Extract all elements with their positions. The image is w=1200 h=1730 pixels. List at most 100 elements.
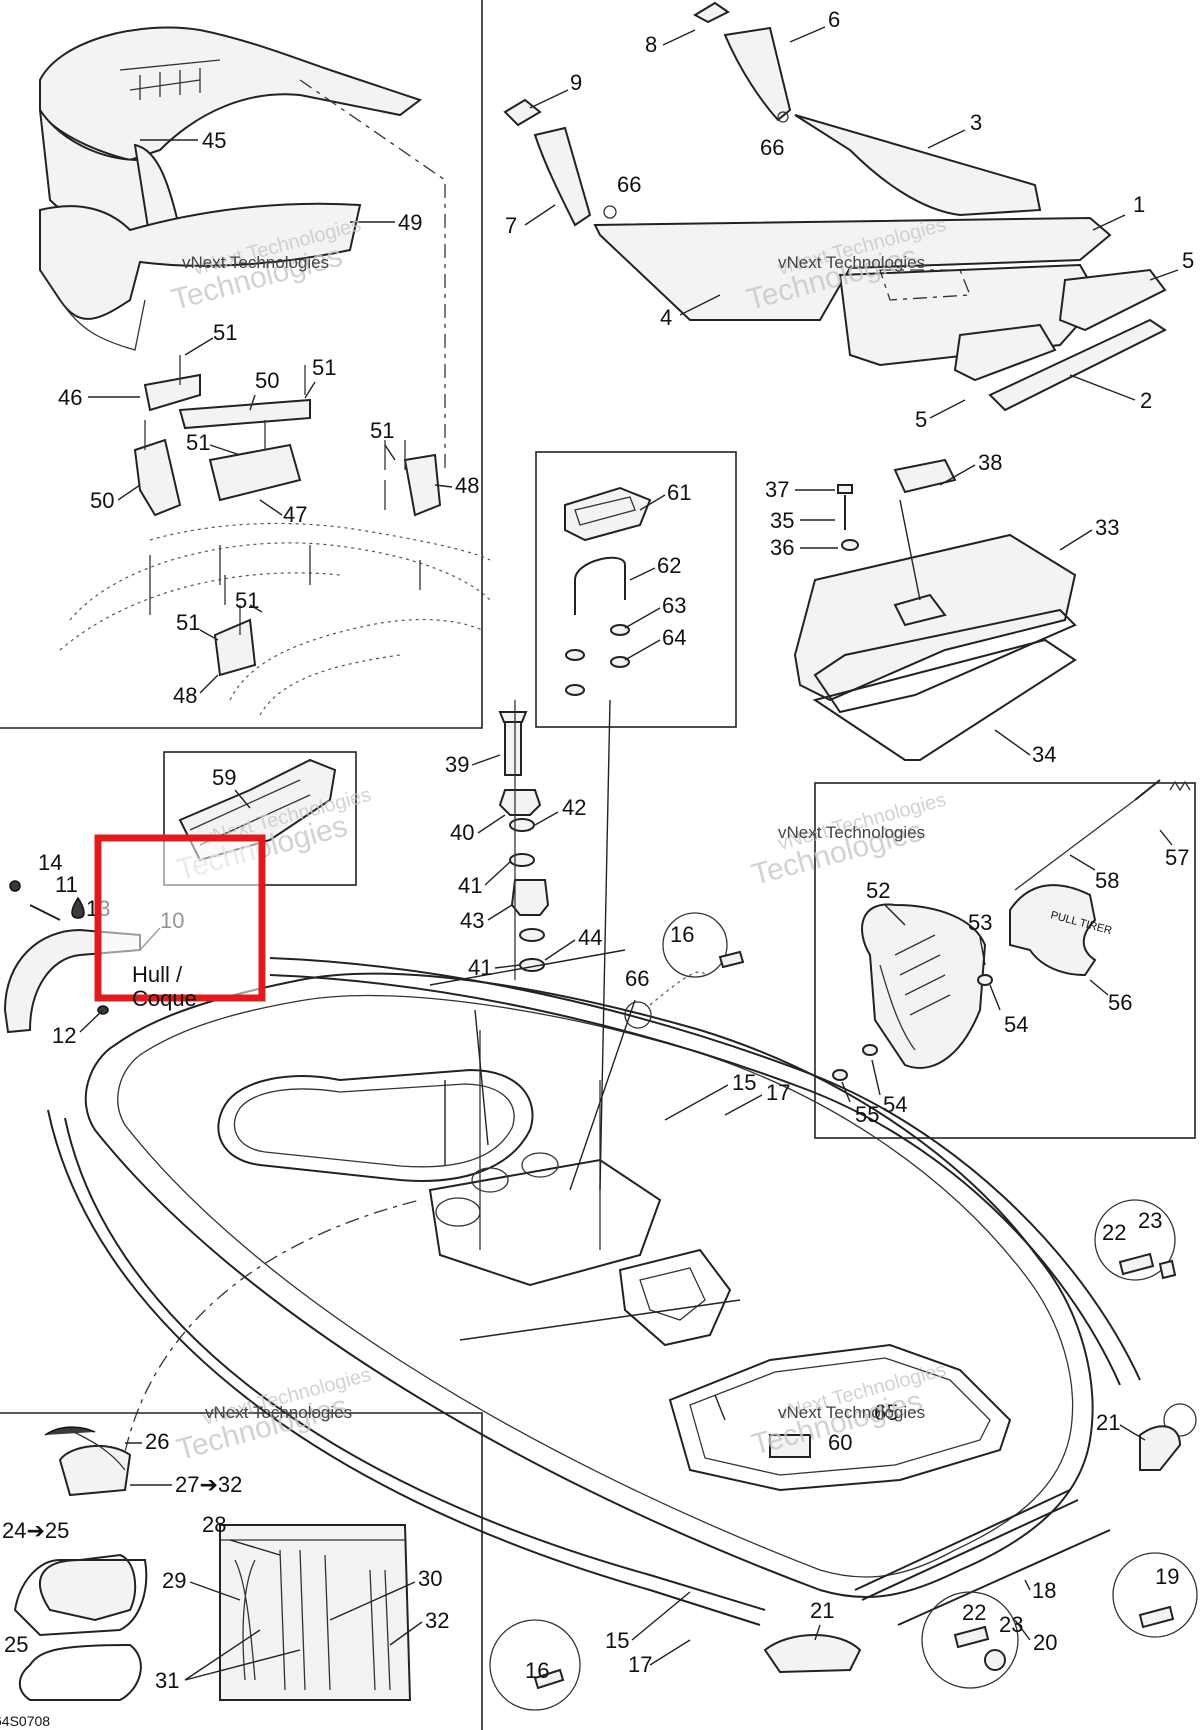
callout-53: 53 [968, 910, 992, 935]
tool-kit-parts [13, 1426, 412, 1701]
callout-46: 46 [58, 385, 82, 410]
hull-deck [84, 972, 1094, 1599]
callout-7: 7 [505, 213, 517, 238]
callout-26: 26 [145, 1429, 169, 1454]
callout-41a: 41 [458, 873, 482, 898]
callout-16a: 16 [670, 922, 694, 947]
callout-50b: 50 [90, 488, 114, 513]
callout-38: 38 [978, 450, 1002, 475]
highlight-label-line1: Hull / [132, 962, 183, 987]
callout-52: 52 [866, 878, 890, 903]
callout-65: 65 [874, 1400, 898, 1425]
detail-circles [489, 912, 1198, 1711]
callout-51e: 51 [235, 588, 259, 613]
callout-15a: 15 [732, 1070, 756, 1095]
callout-37: 37 [765, 477, 789, 502]
callout-51d: 51 [370, 418, 394, 443]
callout-58: 58 [1095, 868, 1119, 893]
callout-66c: 66 [625, 966, 649, 991]
callout-55: 55 [855, 1102, 879, 1127]
tool-kit-inset-frame [0, 1412, 483, 1730]
hull-end-caps [763, 1425, 1182, 1674]
callout-17a: 17 [766, 1080, 790, 1105]
callout-9: 9 [570, 70, 582, 95]
callout-66a: 66 [760, 135, 784, 160]
callout-61: 61 [667, 480, 691, 505]
callout-62: 62 [657, 553, 681, 578]
callout-30: 30 [418, 1566, 442, 1591]
callout-12: 12 [52, 1023, 76, 1048]
callout-49: 49 [398, 210, 422, 235]
callout-47: 47 [283, 502, 307, 527]
callout-60: 60 [828, 1430, 852, 1455]
callout-51f: 51 [176, 610, 200, 635]
callout-5b: 5 [915, 407, 927, 432]
seat-inset-frame [0, 0, 483, 729]
watermark-print-3: vNext Technologies [778, 823, 925, 842]
pivot-stack [498, 700, 550, 980]
leader-lines [429, 499, 921, 1421]
hull-highlight[interactable]: Hull / Coque [94, 834, 266, 1011]
callout-24: 24➔25 [2, 1518, 69, 1543]
seat-brackets [59, 355, 491, 716]
callout-63: 63 [662, 593, 686, 618]
callout-28: 28 [202, 1512, 226, 1537]
callout-23b: 23 [999, 1612, 1023, 1637]
callout-48a: 48 [455, 473, 479, 498]
callout-19: 19 [1155, 1564, 1179, 1589]
callout-48b: 48 [173, 683, 197, 708]
callout-32: 32 [425, 1608, 449, 1633]
storage-handle-inset-frame [535, 451, 737, 728]
callout-5a: 5 [1182, 248, 1194, 273]
callout-1: 1 [1133, 192, 1145, 217]
callout-21b: 21 [810, 1598, 834, 1623]
callout-56: 56 [1108, 990, 1132, 1015]
callout-35: 35 [770, 508, 794, 533]
callout-59: 59 [212, 765, 236, 790]
callout-51b: 51 [312, 355, 336, 380]
watermark-print-4: vNext Technologies [205, 1403, 352, 1422]
callout-8: 8 [645, 32, 657, 57]
callout-54a: 54 [1004, 1012, 1028, 1037]
callout-27: 27➔32 [175, 1472, 242, 1497]
rubrails [47, 957, 1141, 1626]
callout-11: 11 [55, 872, 78, 897]
callout-42: 42 [562, 795, 586, 820]
storage-lid [793, 458, 1077, 761]
callout-25: 25 [4, 1632, 28, 1657]
callout-54b: 54 [883, 1092, 907, 1117]
callout-43: 43 [460, 908, 484, 933]
callout-40: 40 [450, 820, 474, 845]
deck-mats [503, 1, 1167, 412]
callout-17b: 17 [628, 1652, 652, 1677]
callout-15b: 15 [605, 1628, 629, 1653]
callout-50a: 50 [255, 368, 279, 393]
callout-21a: 21 [1096, 1410, 1120, 1435]
callout-2: 2 [1140, 388, 1152, 413]
callout-4: 4 [660, 305, 672, 330]
callout-labels: 1 2 3 4 5 5 6 7 8 9 10 11 12 13 14 15 15… [2, 7, 1194, 1693]
watermark-print-2: vNext Technologies [778, 253, 925, 272]
callout-22b: 22 [962, 1600, 986, 1625]
callout-18: 18 [1032, 1578, 1056, 1603]
callout-45: 45 [202, 128, 226, 153]
watermark-print-5: vNext Technologies [778, 1403, 925, 1422]
callout-41b: 41 [468, 955, 492, 980]
diagram-code: 64S0708 [0, 1713, 50, 1729]
callout-31: 31 [155, 1668, 179, 1693]
callout-22a: 22 [1102, 1220, 1126, 1245]
seat-assembly [39, 26, 446, 470]
callout-51a: 51 [213, 320, 237, 345]
callout-36: 36 [770, 535, 794, 560]
callout-34: 34 [1032, 742, 1056, 767]
callout-23a: 23 [1138, 1208, 1162, 1233]
callout-66b: 66 [617, 172, 641, 197]
callout-3: 3 [970, 110, 982, 135]
callout-39: 39 [445, 752, 469, 777]
callout-44: 44 [578, 925, 602, 950]
steering-cover-inset-frame [814, 782, 1196, 1139]
steering-cover-parts [832, 779, 1191, 1081]
callout-6: 6 [828, 7, 840, 32]
callout-64: 64 [662, 625, 686, 650]
